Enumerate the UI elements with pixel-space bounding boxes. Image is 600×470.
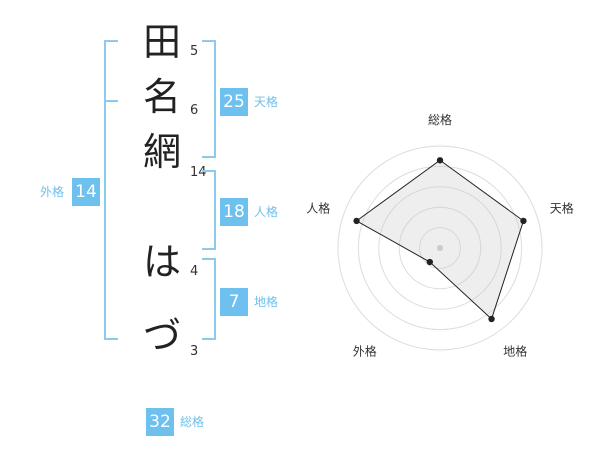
stroke-count-1: 5 bbox=[190, 44, 199, 59]
gaikaku-value: 14 bbox=[72, 178, 100, 206]
radar-grid bbox=[337, 145, 543, 351]
radar-point-4 bbox=[426, 258, 434, 266]
radar-ring-3 bbox=[378, 186, 502, 310]
radar-axis-label-4: 外格 bbox=[353, 344, 377, 359]
chikaku-value: 7 bbox=[220, 288, 248, 316]
radar-points bbox=[353, 157, 527, 323]
radar-center bbox=[437, 245, 443, 251]
radar-ring-2 bbox=[398, 206, 482, 290]
name-char-1: 田 bbox=[142, 20, 181, 64]
radar-point-3 bbox=[488, 315, 495, 323]
name-char-2: 名 bbox=[142, 75, 181, 119]
radar-ring-4 bbox=[357, 165, 523, 331]
tenkaku-label: 天格 bbox=[254, 95, 279, 109]
stroke-count-3: 14 bbox=[190, 165, 207, 180]
radar-point-5 bbox=[353, 217, 360, 225]
soukaku-value: 32 bbox=[146, 408, 174, 436]
stroke-count-2: 6 bbox=[190, 103, 199, 118]
radar-axis-label-5: 人格 bbox=[306, 200, 330, 215]
radar-point-1 bbox=[436, 157, 444, 164]
stroke-count-5: 4 bbox=[190, 264, 199, 279]
soukaku-label: 総格 bbox=[180, 415, 205, 429]
radar-axis-label-1: 総格 bbox=[428, 112, 452, 127]
jinkaku-value: 18 bbox=[220, 198, 248, 226]
name-char-3: 網 bbox=[142, 130, 181, 174]
jinkaku-label: 人格 bbox=[254, 205, 279, 219]
tenkaku-value: 25 bbox=[220, 88, 248, 116]
radar-ring-1 bbox=[419, 227, 461, 269]
radar-ring-5 bbox=[337, 145, 543, 351]
radar-polygon bbox=[355, 159, 525, 320]
radar-axis-label-2: 天格 bbox=[550, 200, 574, 215]
chikaku-label: 地格 bbox=[254, 295, 279, 309]
stroke-count-6: 3 bbox=[190, 344, 199, 359]
name-char-5: は bbox=[142, 240, 181, 284]
name-char-6: づ bbox=[142, 314, 181, 358]
radar-axis-label-3: 地格 bbox=[503, 344, 527, 359]
radar-point-2 bbox=[520, 217, 527, 225]
gaikaku-label: 外格 bbox=[40, 185, 65, 199]
